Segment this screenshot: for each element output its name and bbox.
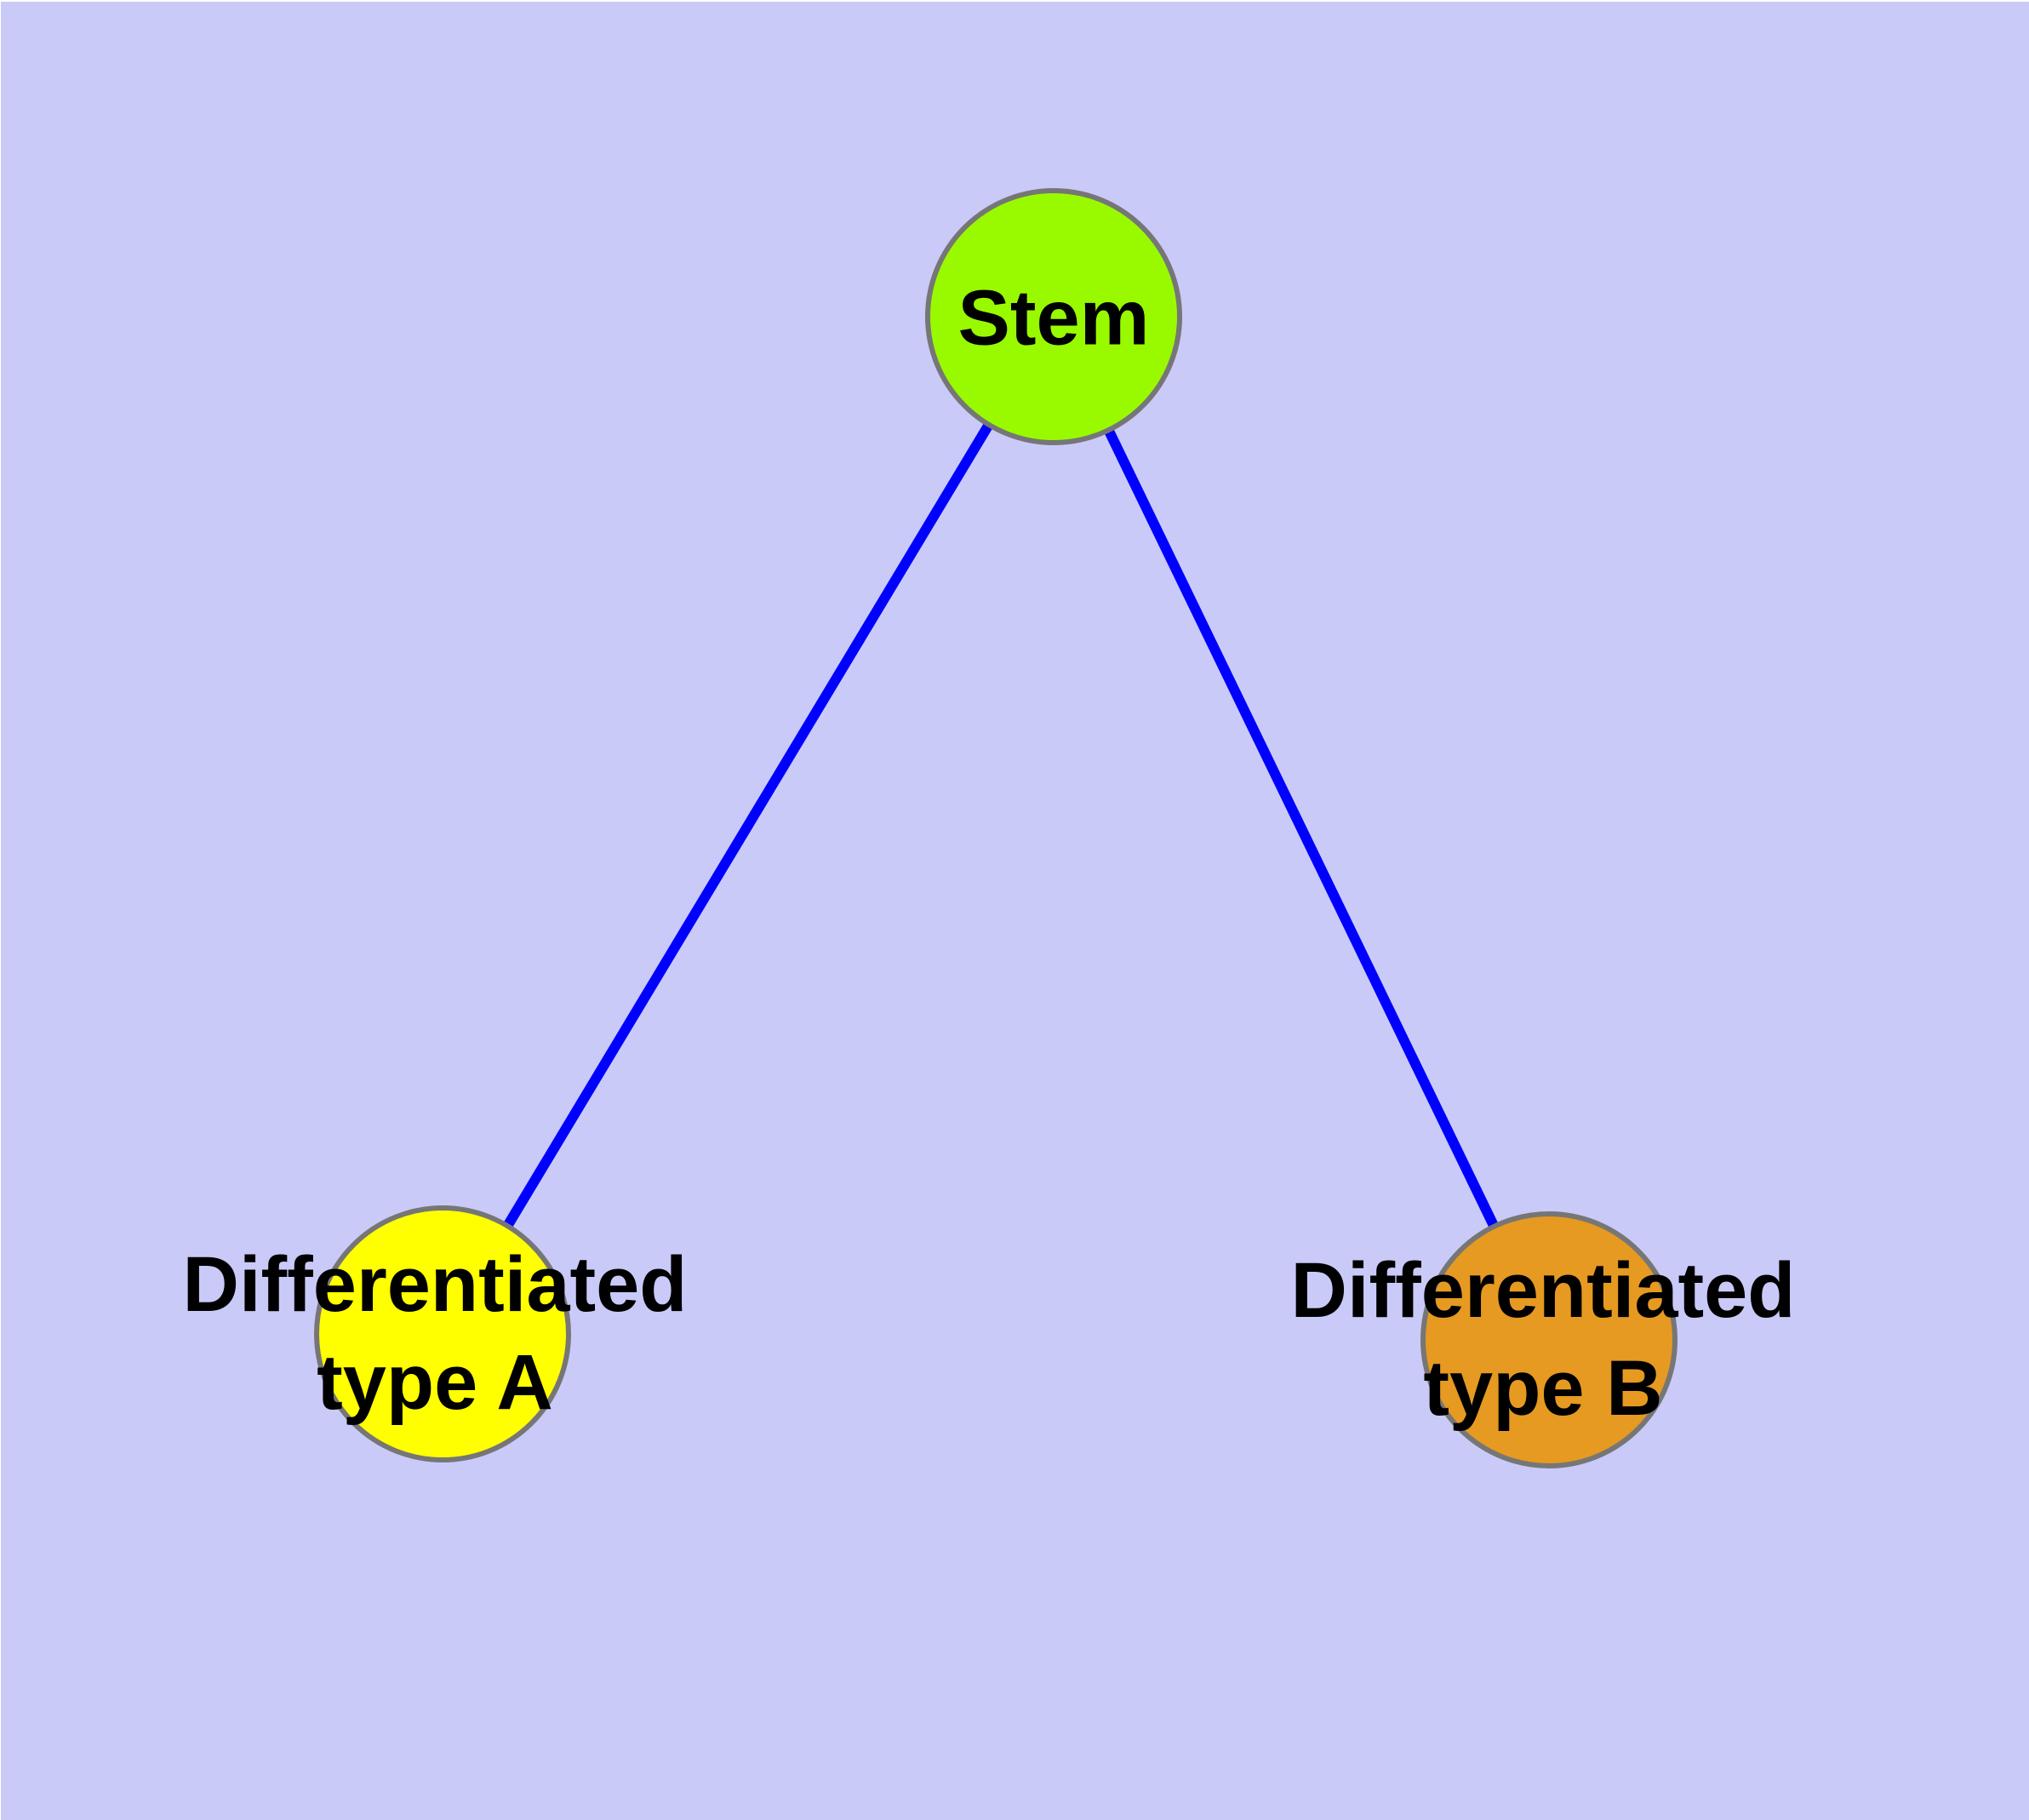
node-type-b-circle bbox=[1420, 1211, 1677, 1468]
node-stem-circle bbox=[925, 188, 1182, 445]
node-type-b-label: Differentiated type B bbox=[1290, 1247, 1796, 1432]
edge-stem-to-type-a bbox=[437, 313, 1059, 1337]
edge-stem-to-type-b bbox=[1049, 314, 1554, 1342]
node-type-a-label: Differentiated type A bbox=[182, 1241, 688, 1426]
node-type-a-circle bbox=[314, 1205, 571, 1462]
node-stem-label: Stem bbox=[957, 274, 1150, 362]
